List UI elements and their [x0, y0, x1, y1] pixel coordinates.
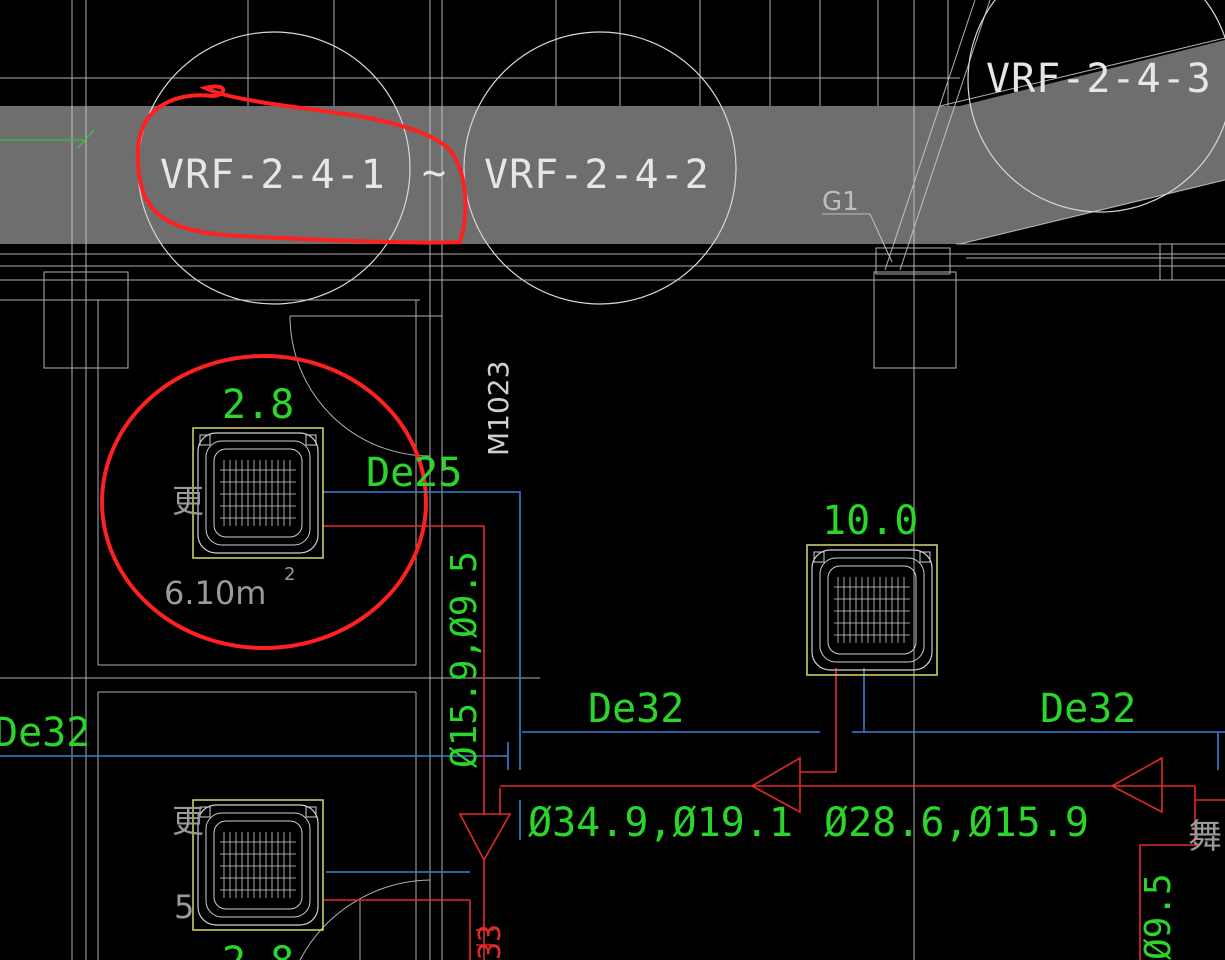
reducer-icon-3 [458, 813, 512, 862]
highlight-ellipse [100, 354, 428, 650]
room-name-partial-2: 更 [172, 802, 204, 840]
reducer-icon-1 [750, 756, 801, 814]
room-area-superscript: 2 [284, 564, 295, 585]
room-char-right: 舞 [1188, 817, 1222, 857]
cassette-unit-3[interactable] [192, 799, 324, 931]
pipe-label-de32-left: De32 [0, 710, 90, 756]
refrigerant-pipes-red [322, 525, 1225, 960]
pipe-label-de25: De25 [366, 450, 462, 496]
leader-lines [0, 129, 95, 149]
reducer-icon-2 [1110, 756, 1163, 814]
g1-leader [822, 213, 893, 263]
unit-2-capacity: 10.0 [822, 498, 918, 544]
unit-1-capacity: 2.8 [222, 382, 294, 428]
vrf-tag-3: VRF-2-4-3 [986, 56, 1212, 102]
vrf-tag-2: VRF-2-4-2 [484, 152, 710, 198]
g1-label: G1 [822, 187, 859, 217]
pipe-size-main-left: Ø34.9,Ø19.1 [528, 800, 793, 846]
pipe-mark-bottom: 33 [473, 924, 508, 960]
pipe-label-de32-right: De32 [1040, 686, 1136, 732]
unit-3-capacity: 2.8 [222, 939, 294, 960]
door-label: M1023 [482, 361, 515, 456]
tag-tilde: ~ [422, 150, 447, 196]
gray-band [0, 40, 1225, 244]
pipe-label-de32-mid: De32 [588, 686, 684, 732]
pipe-size-vertical: Ø15.9,Ø9.5 [444, 551, 485, 768]
room-char-bottom: 5 [174, 888, 194, 926]
cassette-unit-2[interactable] [806, 544, 938, 676]
pipe-size-main-right: Ø28.6,Ø15.9 [824, 800, 1089, 846]
cassette-unit-1[interactable] [192, 427, 324, 559]
room-name-partial: 更 [172, 482, 204, 520]
condensate-pipes-blue [0, 491, 1225, 873]
pipe-size-right-vertical: Ø9.5 [1138, 873, 1179, 960]
highlight-rounded-box [135, 84, 468, 245]
room-area: 6.10m [164, 574, 266, 612]
vrf-tag-1: VRF-2-4-1 [160, 152, 386, 198]
